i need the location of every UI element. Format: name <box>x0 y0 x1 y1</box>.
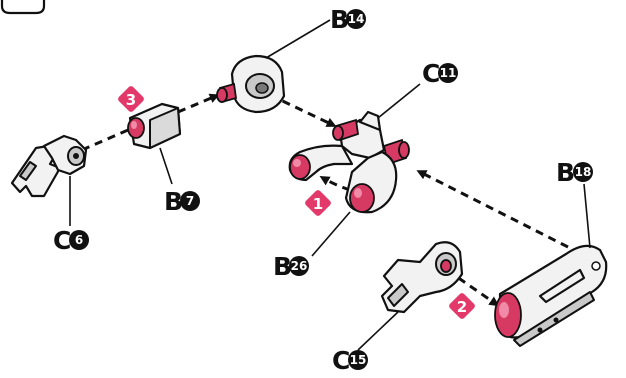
frame-corner <box>0 0 46 15</box>
svg-text:C: C <box>53 226 71 255</box>
leader-b7 <box>159 147 173 185</box>
svg-text:7: 7 <box>186 194 194 208</box>
label-b26: B 26 <box>273 252 309 281</box>
svg-text:3: 3 <box>126 91 136 109</box>
label-b14: B 14 <box>330 5 366 34</box>
label-c6: C 6 <box>53 226 89 255</box>
svg-text:11: 11 <box>440 66 457 80</box>
arrow-b18-to-c11 <box>416 170 569 249</box>
part-c11 <box>288 110 410 214</box>
step-badge-3: 3 <box>118 86 144 112</box>
svg-text:14: 14 <box>348 12 365 26</box>
arrow-b26-to-c11 <box>319 175 351 192</box>
arrow-b14-to-c11 <box>269 93 337 127</box>
svg-text:26: 26 <box>291 259 308 273</box>
svg-text:15: 15 <box>350 353 367 367</box>
arrow-b7-to-b14 <box>177 93 220 114</box>
part-b18 <box>494 244 608 347</box>
leader-c11 <box>377 83 421 119</box>
leader-b18 <box>583 183 591 249</box>
svg-text:6: 6 <box>75 233 83 247</box>
svg-text:C: C <box>422 59 440 88</box>
leader-c15 <box>357 311 399 351</box>
arrow-c15-to-b18 <box>446 268 500 307</box>
part-b14 <box>216 54 286 114</box>
part-b7 <box>127 102 182 150</box>
leader-b14 <box>265 19 331 59</box>
label-b7: B 7 <box>164 187 200 216</box>
part-c15 <box>380 241 464 314</box>
step-badge-1: 1 <box>305 190 331 216</box>
svg-text:18: 18 <box>575 165 592 179</box>
arrow-c6-to-b7 <box>81 128 129 152</box>
svg-text:B: B <box>273 252 292 281</box>
svg-text:B: B <box>556 158 575 187</box>
label-c11: C 11 <box>422 59 458 88</box>
svg-text:2: 2 <box>457 298 467 316</box>
label-c15: C 15 <box>332 346 368 375</box>
label-b18: B 18 <box>556 158 593 187</box>
step-badge-2: 2 <box>449 293 475 319</box>
svg-text:B: B <box>330 5 349 34</box>
svg-text:C: C <box>332 346 350 375</box>
svg-text:1: 1 <box>313 195 323 213</box>
leader-b26 <box>311 211 351 257</box>
svg-text:B: B <box>164 187 183 216</box>
part-c6 <box>10 134 88 198</box>
